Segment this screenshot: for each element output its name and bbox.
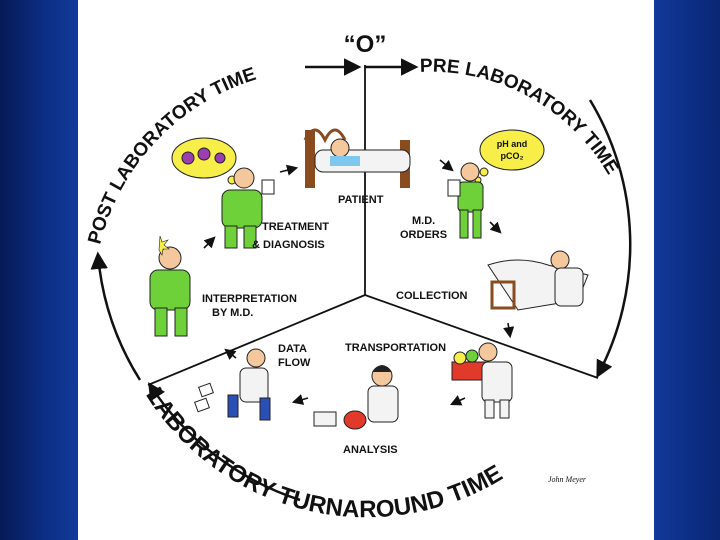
flow-arrow-2 bbox=[489, 221, 502, 234]
label-data-flow-line1: DATA bbox=[278, 343, 307, 355]
flow-arrow-6 bbox=[224, 348, 237, 360]
patient-illustration bbox=[303, 128, 411, 188]
label-patient: PATIENT bbox=[338, 194, 384, 206]
analysis-illustration bbox=[313, 365, 399, 430]
flow-arrow-4 bbox=[449, 395, 466, 406]
data-flow-illustration bbox=[194, 348, 271, 421]
divider-lower-right bbox=[364, 294, 599, 379]
collection-illustration bbox=[487, 250, 589, 311]
background-right-panel bbox=[654, 0, 720, 540]
cycle-arc-bottom bbox=[148, 382, 301, 502]
zero-label: “O” bbox=[344, 31, 387, 58]
flow-arrow-7 bbox=[203, 236, 216, 249]
label-md-orders-line1: M.D. bbox=[412, 215, 435, 227]
interpretation-illustration bbox=[149, 235, 191, 337]
flow-arrow-5 bbox=[291, 394, 309, 405]
label-interpretation-line1: INTERPRETATION bbox=[202, 293, 297, 305]
label-transportation: TRANSPORTATION bbox=[345, 342, 446, 354]
label-treatment-line2: & DIAGNOSIS bbox=[252, 239, 325, 251]
flow-arrow-3 bbox=[503, 322, 515, 339]
artist-signature: John Meyer bbox=[548, 475, 587, 484]
label-collection: COLLECTION bbox=[396, 290, 468, 302]
treatment-illustration bbox=[171, 137, 275, 249]
flow-arrow-8 bbox=[279, 164, 299, 176]
bubble-ph-line1: pH and bbox=[497, 139, 528, 149]
bubble-ph-line2: pCO₂ bbox=[501, 151, 524, 161]
md-orders-illustration bbox=[447, 129, 545, 239]
transportation-illustration bbox=[451, 342, 513, 419]
label-treatment-line1: TREATMENT bbox=[262, 221, 329, 233]
label-interpretation-line2: BY M.D. bbox=[212, 307, 253, 319]
label-analysis: ANALYSIS bbox=[343, 444, 398, 456]
label-data-flow-line2: FLOW bbox=[278, 357, 311, 369]
divider-lower-left bbox=[147, 294, 366, 386]
cycle-arc-left bbox=[90, 251, 142, 381]
cycle-arc-right bbox=[588, 99, 632, 379]
label-md-orders-line2: ORDERS bbox=[400, 229, 447, 241]
flow-arrow-1 bbox=[439, 159, 454, 172]
background-left-panel bbox=[0, 0, 78, 540]
